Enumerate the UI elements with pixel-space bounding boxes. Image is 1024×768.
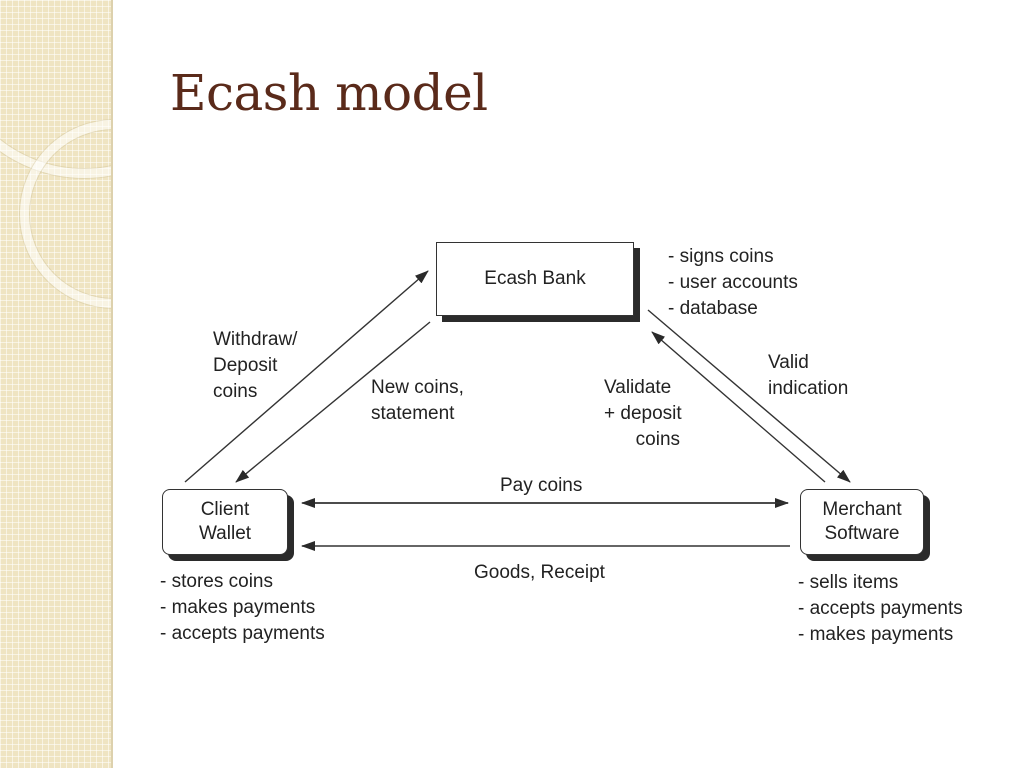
- client-notes: - stores coins - makes payments - accept…: [160, 571, 325, 644]
- edge-label-pay-coins: Pay coins: [500, 475, 583, 496]
- node-client-wallet-label: Client Wallet: [198, 499, 252, 544]
- edge-label-valid-indication: Valid indication: [768, 352, 849, 399]
- bank-notes: - signs coins - user accounts - database: [668, 246, 798, 319]
- arrow-validate-deposit: [651, 331, 826, 483]
- edge-label-validate-deposit: Validate + deposit coins: [604, 377, 682, 450]
- decorative-side-strip: [0, 0, 113, 768]
- arrow-withdraw-deposit: [184, 270, 429, 483]
- node-ecash-bank-label: Ecash Bank: [484, 268, 586, 289]
- node-merchant-software: Merchant Software: [800, 489, 924, 555]
- slide-title: Ecash model: [170, 64, 488, 122]
- node-merchant-software-label: Merchant Software: [822, 499, 902, 544]
- node-client-wallet: Client Wallet: [162, 489, 288, 555]
- arrow-new-coins: [235, 321, 431, 483]
- edge-label-goods-receipt: Goods, Receipt: [474, 562, 605, 583]
- merchant-notes: - sells items - accepts payments - makes…: [798, 572, 963, 645]
- arrow-valid-indication: [647, 309, 851, 483]
- node-ecash-bank: Ecash Bank: [436, 242, 634, 316]
- edge-label-withdraw-deposit: Withdraw/ Deposit coins: [213, 329, 298, 402]
- edge-label-new-coins: New coins, statement: [371, 377, 464, 424]
